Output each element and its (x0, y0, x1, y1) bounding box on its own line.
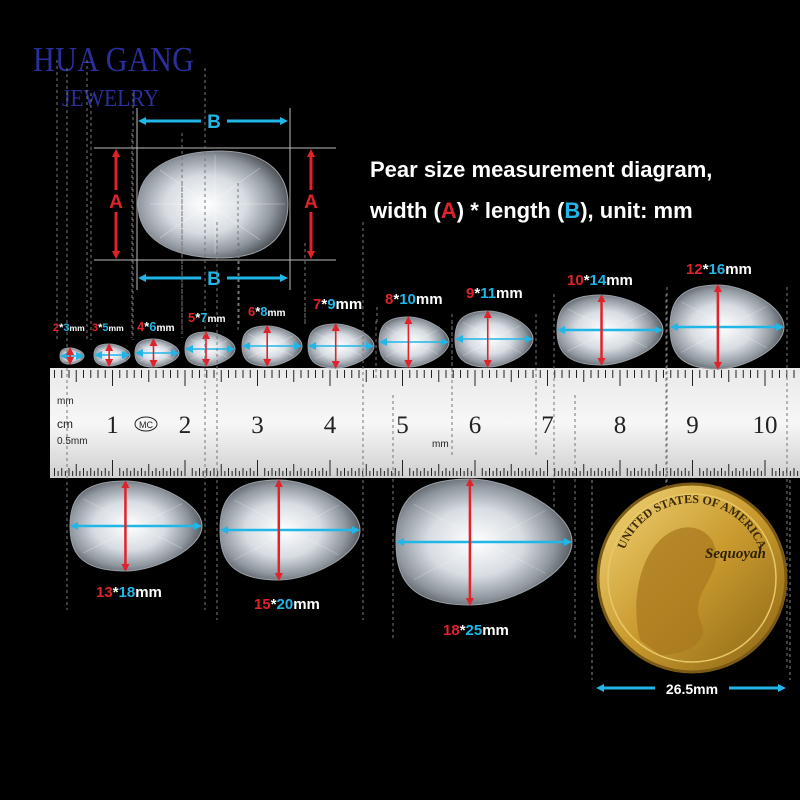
pear-stone (216, 222, 364, 620)
ruler-number: 7 (541, 412, 554, 439)
ruler-number: 5 (396, 412, 409, 439)
width-label-left: A (109, 192, 123, 213)
coin-label-bg (655, 678, 729, 700)
pear-stone (66, 68, 206, 610)
pear-stone (666, 284, 788, 668)
small-stone-row (56, 60, 788, 668)
size-label: 6*8mm (248, 304, 286, 319)
size-label: 12*16mm (686, 261, 752, 278)
size-label: 4*6mm (137, 319, 175, 334)
size-label: 10*14mm (567, 272, 633, 289)
ruler-mm-label: mm (57, 396, 74, 407)
size-label: 8*10mm (385, 291, 443, 308)
size-label: 2*3mm (53, 322, 85, 334)
pear-stone (90, 93, 134, 367)
length-letter: B (564, 198, 581, 223)
ruler-number: 9 (686, 412, 699, 439)
large-stone-row (66, 68, 576, 640)
ruler-cm-label: cm (57, 417, 73, 431)
brand-subtitle: JEWELRY (62, 86, 160, 112)
reference-pear-gem (137, 150, 289, 259)
pear-stone (304, 307, 378, 369)
ruler-half-mm-label: 0.5mm (57, 436, 88, 447)
pear-stone (56, 60, 88, 365)
size-label: 15*20mm (254, 596, 320, 613)
size-label: 7*9mm (313, 296, 363, 313)
diagram-guides (94, 108, 336, 290)
diagram-title-line1: Pear size measurement diagram, (370, 157, 713, 182)
size-label: 9*11mm (466, 285, 523, 302)
coin-diameter-label: 26.5mm (666, 681, 718, 697)
width-label-bg-right (301, 190, 321, 212)
pear-stone (451, 310, 537, 455)
pear-stone (238, 243, 306, 367)
length-label-bg-top (201, 110, 227, 132)
pear-stone (181, 183, 239, 367)
pear-stone (553, 294, 667, 555)
size-label: 5*7mm (188, 310, 226, 325)
ruler-number: 6 (469, 412, 482, 439)
svg-text:MC: MC (139, 420, 153, 430)
coin: UNITED STATES OF AMERICA Sequoyah (591, 480, 791, 680)
ruler-number: 4 (324, 412, 337, 439)
width-letter: A (440, 198, 457, 223)
ruler-mid-mm-label: mm (432, 439, 449, 450)
length-label-bg-bottom (201, 267, 227, 289)
size-label: 18*25mm (443, 622, 509, 639)
ruler-number: 10 (753, 412, 778, 439)
ruler-number: 2 (179, 412, 192, 439)
ruler-number: 3 (251, 412, 264, 439)
size-label: 13*18mm (96, 584, 162, 601)
ruler-numbers: 1 2 3 4 5 6 7 8 9 10 (106, 412, 777, 439)
brand-name: HUA GANG (33, 40, 195, 79)
diagram-title-line2: width (A) * length (B), unit: mm (370, 198, 693, 223)
pear-stone (392, 395, 576, 640)
size-label: 3*5mm (92, 322, 124, 334)
ruler-ticks (54, 370, 799, 476)
ruler-number: 8 (614, 412, 627, 439)
ruler-mark: MC (134, 416, 158, 432)
pear-stone (375, 316, 453, 378)
length-label-top: B (207, 112, 221, 133)
ruler-number: 1 (106, 412, 119, 439)
width-label-bg-left (106, 190, 126, 212)
ruler-body (50, 368, 800, 478)
width-label-right: A (304, 192, 318, 213)
coin-name: Sequoyah (705, 546, 766, 562)
